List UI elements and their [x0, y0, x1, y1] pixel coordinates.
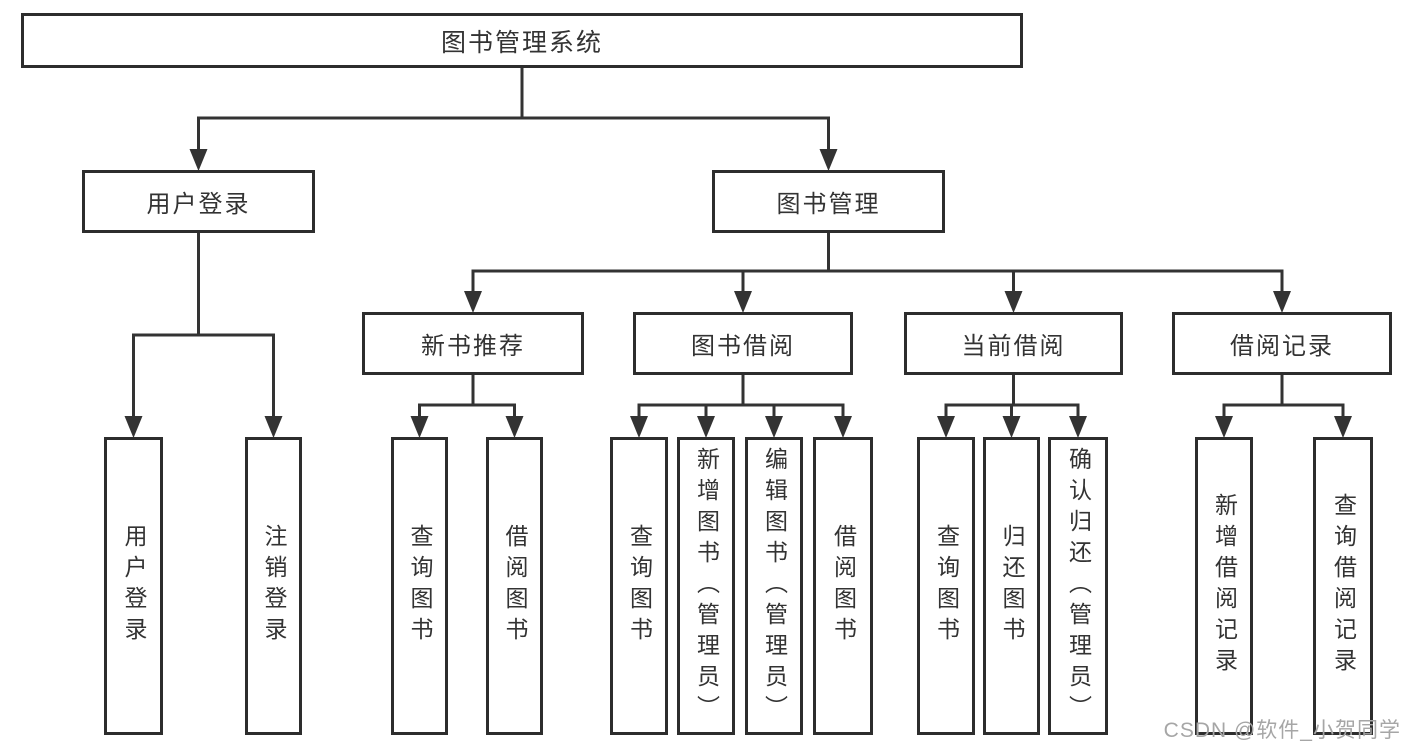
node-label: 图书管理系统	[440, 28, 603, 57]
arrowhead	[1004, 291, 1023, 313]
node-label: 借阅图书	[502, 524, 528, 648]
node-new-books: 新书推荐	[362, 312, 584, 375]
node-borrow-records: 借阅记录	[1172, 312, 1392, 375]
node-leaf-nb-borrow: 借阅图书	[486, 437, 543, 735]
node-label: 确认归还（管理员）	[1065, 446, 1092, 726]
node-book-borrow: 图书借阅	[633, 312, 853, 375]
arrowhead	[264, 416, 283, 438]
arrowhead	[505, 416, 524, 438]
arrowhead	[697, 416, 715, 438]
arrowhead	[819, 149, 838, 171]
arrowhead	[410, 416, 429, 438]
node-leaf-bb-query: 查询图书	[610, 437, 668, 735]
arrowhead	[1273, 291, 1291, 313]
node-label: 查询图书	[407, 524, 433, 648]
node-label: 用户登录	[146, 191, 251, 218]
node-leaf-user-login: 用户登录	[104, 437, 163, 735]
node-leaf-br-query: 查询借阅记录	[1313, 437, 1373, 735]
node-leaf-bb-borrow: 借阅图书	[813, 437, 873, 735]
arrowhead	[630, 416, 648, 438]
arrowhead	[1334, 416, 1352, 438]
node-label: 当前借阅	[961, 333, 1066, 360]
node-leaf-logout: 注销登录	[245, 437, 302, 735]
arrowhead	[1069, 416, 1087, 438]
node-leaf-cb-return: 归还图书	[983, 437, 1040, 735]
arrowhead	[834, 416, 852, 438]
node-root: 图书管理系统	[21, 13, 1023, 68]
node-user-login: 用户登录	[82, 170, 315, 233]
node-label: 借阅图书	[830, 524, 857, 648]
node-label: 查询图书	[626, 524, 653, 648]
node-label: 图书借阅	[691, 333, 795, 360]
node-label: 新书推荐	[421, 333, 525, 360]
node-leaf-cb-query: 查询图书	[917, 437, 975, 735]
node-leaf-bb-add: 新增图书（管理员）	[677, 437, 735, 735]
arrowhead	[765, 416, 783, 438]
node-label: 注销登录	[261, 524, 287, 648]
node-label: 查询借阅记录	[1330, 493, 1357, 679]
node-label: 新增借阅记录	[1211, 493, 1238, 679]
arrowhead	[1215, 416, 1233, 438]
arrowhead	[734, 291, 752, 313]
arrowhead	[464, 291, 482, 313]
arrowhead	[189, 149, 208, 171]
node-label: 新增图书（管理员）	[693, 446, 720, 726]
node-leaf-nb-query: 查询图书	[391, 437, 448, 735]
node-current-borrow: 当前借阅	[904, 312, 1123, 375]
node-label: 用户登录	[121, 524, 147, 648]
arrowhead	[1002, 416, 1021, 438]
node-book-mgmt: 图书管理	[712, 170, 945, 233]
node-leaf-bb-edit: 编辑图书（管理员）	[745, 437, 803, 735]
arrowhead	[124, 416, 143, 438]
node-label: 查询图书	[933, 524, 960, 648]
node-label: 编辑图书（管理员）	[761, 446, 788, 726]
csdn-watermark: CSDN @软件_小贺同学	[1163, 719, 1401, 742]
node-leaf-cb-confirm: 确认归还（管理员）	[1048, 437, 1108, 735]
node-label: 借阅记录	[1230, 333, 1334, 360]
node-leaf-br-add: 新增借阅记录	[1195, 437, 1253, 735]
arrowhead	[937, 416, 955, 438]
node-label: 归还图书	[999, 524, 1025, 648]
node-label: 图书管理	[776, 191, 881, 218]
